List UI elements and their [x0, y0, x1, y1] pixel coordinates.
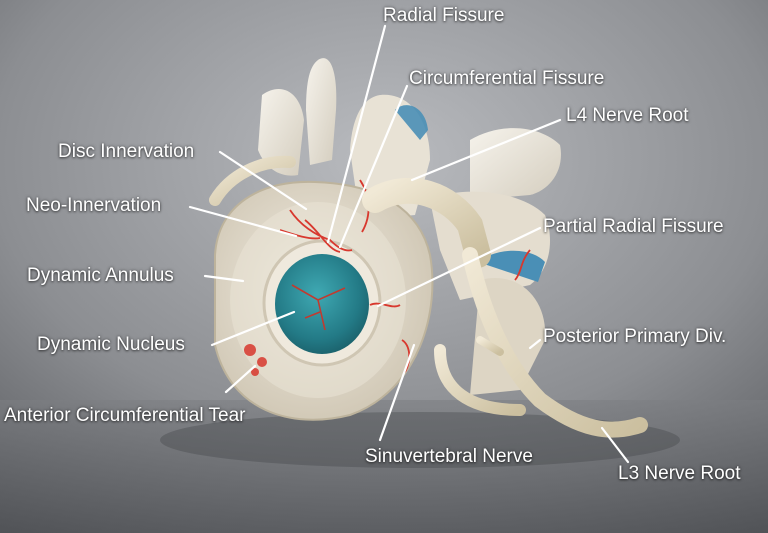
nerve-fibers [279, 179, 531, 373]
label-anterior-circumferential-tear: Anterior Circumferential Tear [4, 405, 246, 426]
label-dynamic-annulus: Dynamic Annulus [27, 265, 174, 286]
label-partial-radial-fissure: Partial Radial Fissure [543, 216, 724, 237]
leader-dynamic-annulus [203, 274, 245, 283]
leader-sinuvertebral-nerve [378, 343, 416, 442]
leader-neo-innervation [188, 205, 298, 238]
label-l3-nerve-root: L3 Nerve Root [618, 463, 741, 484]
label-neo-innervation: Neo-Innervation [26, 195, 162, 216]
leader-radial-fissure [326, 24, 387, 244]
leader-dynamic-nucleus [210, 310, 296, 347]
label-sinuvertebral-nerve: Sinuvertebral Nerve [365, 446, 533, 467]
leader-l3-nerve-root [600, 426, 630, 464]
label-leader-lines [188, 24, 630, 464]
label-posterior-primary-div: Posterior Primary Div. [543, 326, 727, 347]
label-radial-fissure: Radial Fissure [383, 5, 505, 26]
label-disc-innervation: Disc Innervation [58, 141, 195, 162]
anterior-tear-marks [244, 344, 267, 376]
leader-anterior-circumferential-tear [224, 364, 257, 394]
label-l4-nerve-root: L4 Nerve Root [566, 105, 689, 126]
nucleus-pulposus [275, 254, 369, 354]
label-circumferential-fissure: Circumferential Fissure [409, 68, 605, 89]
leader-disc-innervation [218, 150, 308, 211]
label-dynamic-nucleus: Dynamic Nucleus [37, 334, 185, 355]
leader-l4-nerve-root [410, 118, 562, 182]
leader-circumferential-fissure [338, 84, 409, 249]
leader-partial-radial-fissure [376, 226, 542, 308]
leader-posterior-primary-div [528, 338, 542, 350]
model-shadow [160, 412, 680, 468]
